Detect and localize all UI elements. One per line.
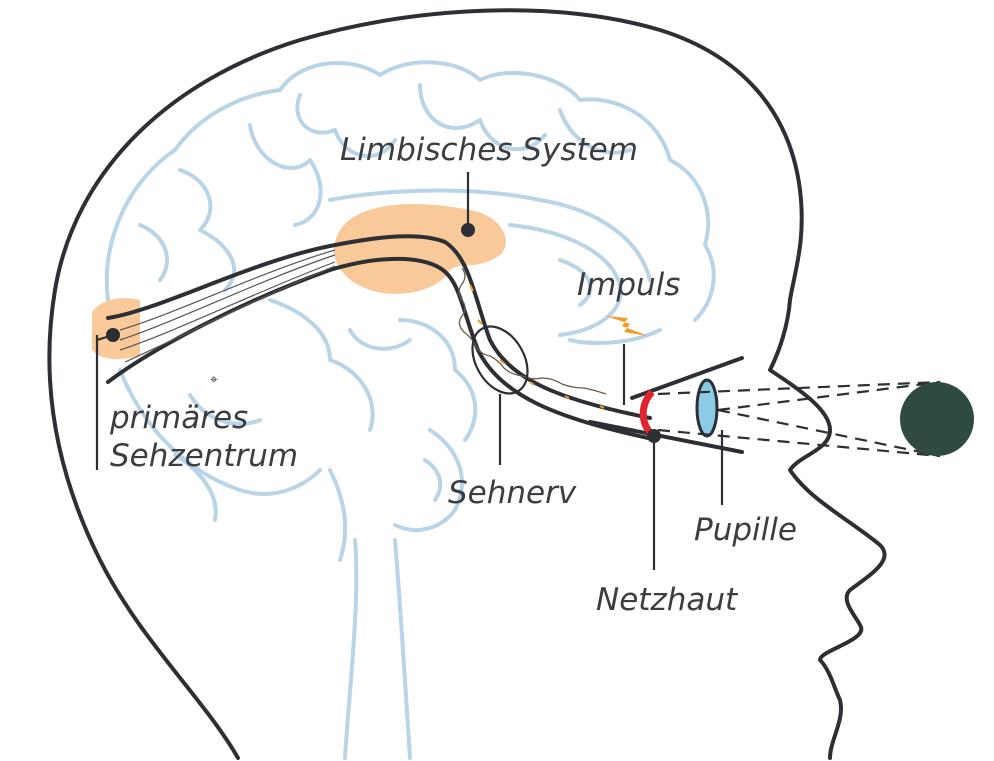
impulse-icon <box>606 316 648 336</box>
cursor-icon: ⌖ <box>210 372 218 388</box>
eye <box>590 358 742 452</box>
observed-object <box>900 382 974 456</box>
dot-retina <box>647 429 661 443</box>
label-limbic-system: Limbisches System <box>340 132 638 168</box>
label-retina: Netzhaut <box>596 582 739 618</box>
label-impulse: Impuls <box>577 267 680 303</box>
visual-cortex-region <box>92 298 140 359</box>
label-visual-cortex-line2: Sehzentrum <box>110 438 298 474</box>
label-pupil: Pupille <box>694 512 797 548</box>
label-optic-nerve: Sehnerv <box>448 475 577 511</box>
label-visual-cortex-line1: primäres <box>109 400 248 436</box>
limbic-region <box>334 204 506 294</box>
dot-limbic <box>461 223 475 237</box>
lens <box>697 380 717 436</box>
